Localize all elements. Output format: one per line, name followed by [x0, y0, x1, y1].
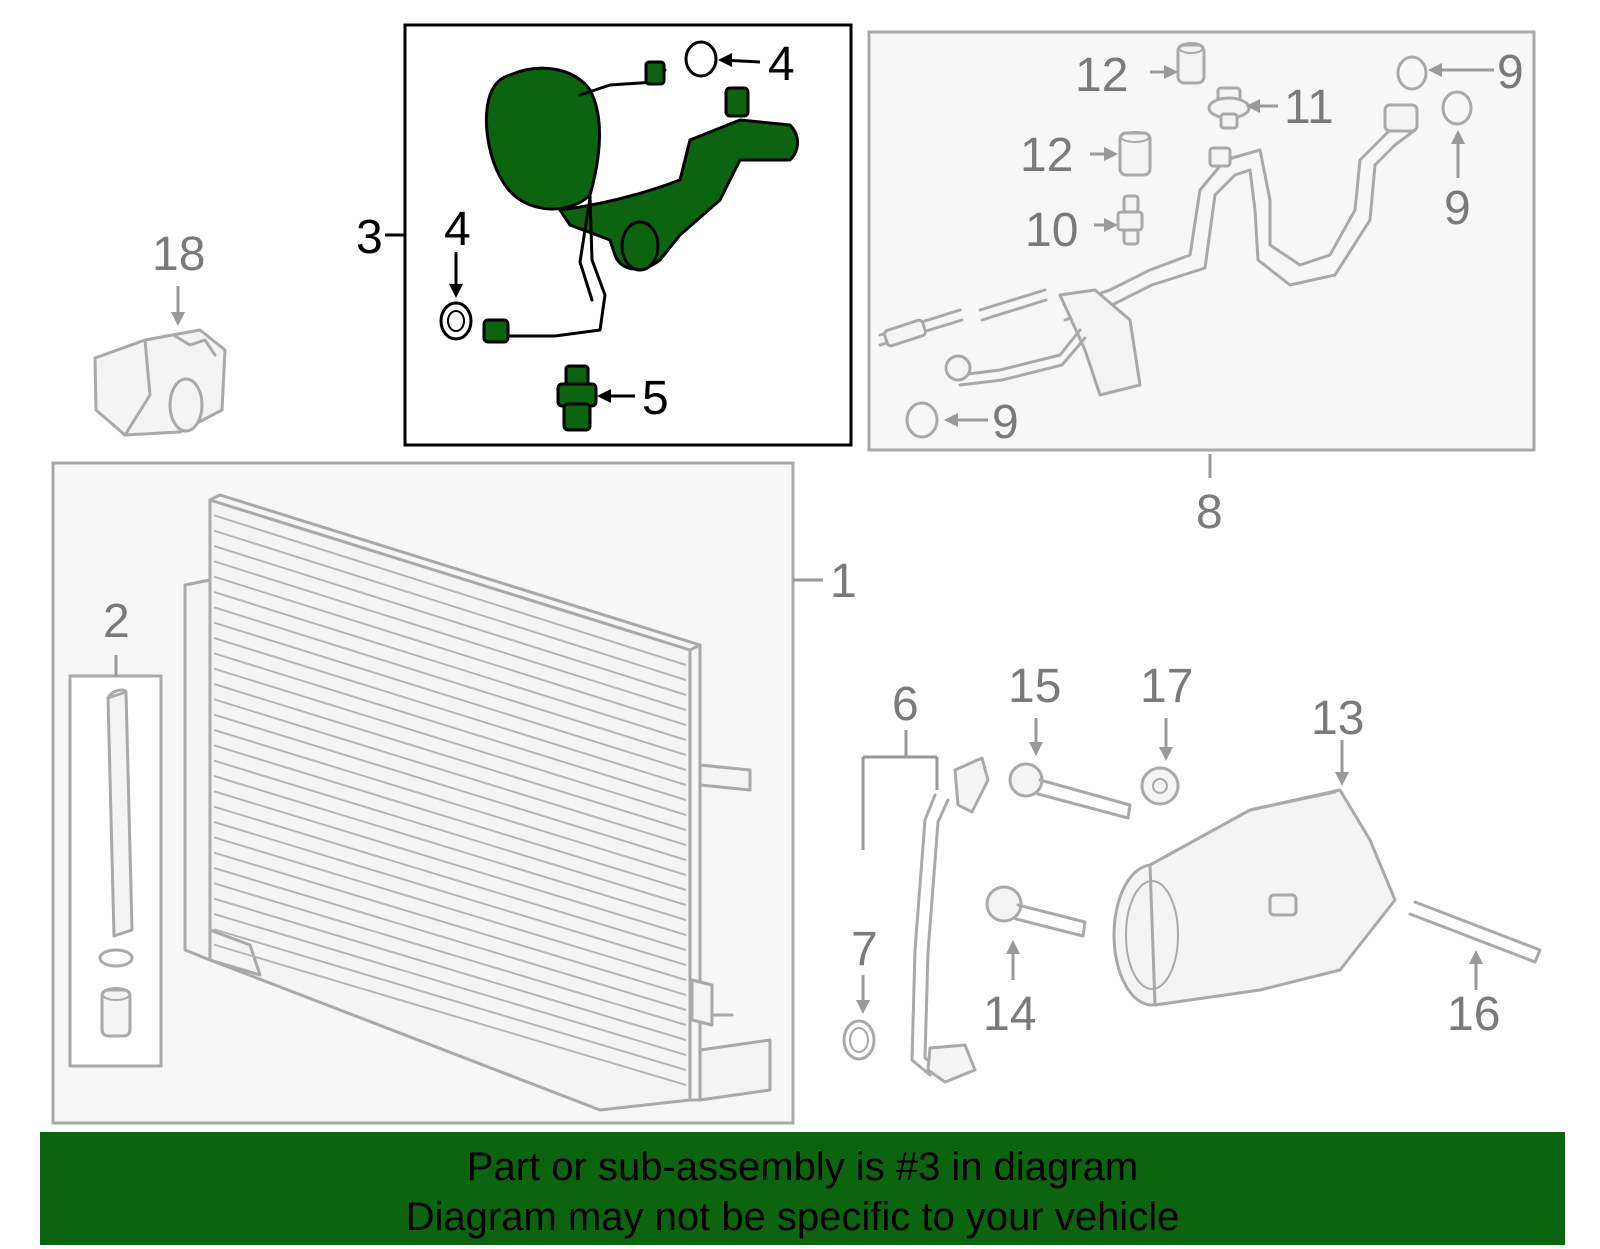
info-banner: Part or sub-assembly is #3 in diagram Di…: [40, 1132, 1565, 1245]
condenser-fin: [213, 775, 687, 921]
condenser-fin: [213, 851, 687, 996]
condenser-fin: [213, 744, 687, 891]
callout-17[interactable]: 17: [1140, 660, 1193, 713]
condenser-fin: [213, 882, 687, 1026]
condenser-fin: [213, 652, 687, 801]
condenser-fin: [213, 637, 687, 786]
callout-9-top[interactable]: 9: [1497, 46, 1524, 99]
condenser-fin: [213, 606, 687, 756]
part-4-o-ring-upper[interactable]: [684, 40, 718, 78]
callout-12-lower[interactable]: 12: [1020, 129, 1073, 182]
condenser-fin: [213, 928, 687, 1071]
part-9-o-ring-bottom[interactable]: [905, 401, 939, 439]
callout-13[interactable]: 13: [1311, 692, 1364, 745]
condenser-fin: [213, 913, 687, 1056]
condenser-fin: [213, 514, 687, 666]
part-12-cap-lower[interactable]: [1118, 131, 1152, 177]
callout-18[interactable]: 18: [152, 228, 205, 281]
part-15-bolt[interactable]: [1008, 762, 1132, 820]
part-17-nut[interactable]: [1140, 766, 1180, 806]
condenser-fin: [213, 529, 687, 681]
group-box-8[interactable]: [867, 30, 1536, 452]
condenser-fin: [213, 790, 687, 936]
condenser-fin: [213, 683, 687, 831]
part-2-dryer[interactable]: [98, 688, 134, 1038]
condenser-fin: [213, 836, 687, 981]
part-16-stud[interactable]: [1408, 900, 1542, 964]
callout-16[interactable]: 16: [1447, 988, 1500, 1041]
callout-5[interactable]: 5: [642, 372, 669, 425]
leader-lines: [114, 53, 1494, 1014]
condenser-fin: [213, 867, 687, 1011]
callout-1[interactable]: 1: [830, 555, 857, 608]
callout-4-upper[interactable]: 4: [768, 38, 795, 91]
part-7-o-ring[interactable]: [842, 1019, 876, 1061]
condenser-fin: [213, 591, 687, 741]
banner-line-disclaimer: Diagram may not be specific to your vehi…: [405, 1195, 1180, 1239]
part-13-compressor[interactable]: [1112, 788, 1397, 1007]
part-6-liquid-line[interactable]: [910, 756, 990, 1084]
condenser-fin: [213, 698, 687, 846]
part-10-valve[interactable]: [1116, 194, 1144, 246]
callout-9-bottom[interactable]: 9: [992, 396, 1019, 449]
callout-12-upper[interactable]: 12: [1075, 49, 1128, 102]
condenser-fin: [213, 943, 687, 1086]
part-3-ac-hose-assembly[interactable]: [482, 60, 799, 344]
callout-8[interactable]: 8: [1196, 486, 1223, 539]
part-11-pressure-sensor[interactable]: [1207, 86, 1251, 130]
part-5-pressure-switch[interactable]: [556, 364, 598, 432]
callout-14[interactable]: 14: [983, 988, 1036, 1041]
callout-11[interactable]: 11: [1284, 81, 1334, 134]
callout-15[interactable]: 15: [1008, 660, 1061, 713]
banner-line-part: Part or sub-assembly is #3 in diagram: [466, 1145, 1139, 1189]
callout-7[interactable]: 7: [851, 923, 878, 976]
condenser-fins: [213, 514, 687, 1086]
callout-10[interactable]: 10: [1025, 204, 1078, 257]
callout-4-lower[interactable]: 4: [444, 203, 471, 256]
condenser-fin: [213, 897, 687, 1041]
callout-3[interactable]: 3: [356, 211, 383, 264]
condenser-fin: [213, 729, 687, 876]
part-4-o-ring-lower[interactable]: [439, 301, 473, 341]
part-1-condenser[interactable]: [183, 493, 772, 1112]
condenser-fin: [213, 560, 687, 711]
part-8-hose-assembly[interactable]: [878, 103, 1419, 397]
callout-6[interactable]: 6: [892, 678, 919, 731]
condenser-fin: [213, 805, 687, 951]
condenser-fin: [213, 575, 687, 726]
part-12-cap-upper[interactable]: [1176, 42, 1206, 85]
part-18-connector[interactable]: [93, 328, 227, 437]
part-9-o-ring-right[interactable]: [1441, 90, 1473, 126]
part-9-o-ring-top[interactable]: [1396, 55, 1428, 91]
callout-2[interactable]: 2: [103, 595, 130, 648]
condenser-fin: [213, 821, 687, 966]
part-14-bolt[interactable]: [985, 885, 1087, 938]
condenser-fin: [213, 713, 687, 861]
condenser-fin: [213, 667, 687, 816]
condenser-fin: [213, 621, 687, 771]
condenser-fin: [213, 545, 687, 696]
callout-9-right[interactable]: 9: [1444, 182, 1471, 235]
condenser-fin: [213, 759, 687, 906]
